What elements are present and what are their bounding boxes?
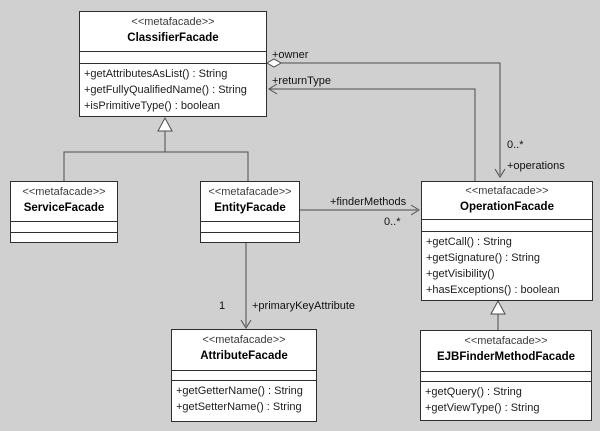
generalization-to-operation: [490, 299, 506, 330]
operations-compartment: [201, 232, 299, 242]
stereotype-label: <<metafacade>>: [208, 186, 292, 198]
operation-item: +getQuery() : String: [425, 386, 522, 398]
open-arrow-icon: [494, 168, 506, 178]
class-header: <<metafacade>> ClassifierFacade: [80, 12, 266, 51]
class-header: <<metafacade>> OperationFacade: [422, 182, 592, 219]
owner-role-label: +owner: [272, 49, 309, 61]
class-header: <<metafacade>> AttributeFacade: [172, 330, 316, 370]
open-arrow-icon: [410, 204, 420, 216]
operations-compartment: +getCall() : String +getSignature() : St…: [422, 231, 592, 300]
stereotype-label: <<metafacade>>: [465, 185, 549, 197]
attributes-compartment: [422, 219, 592, 231]
class-name: EJBFinderMethodFacade: [436, 351, 576, 363]
class-attribute-facade: <<metafacade>> AttributeFacade +getGette…: [171, 329, 317, 422]
attributes-compartment: [172, 370, 316, 380]
generalization-triangle-icon: [490, 299, 506, 315]
class-header: <<metafacade>> ServiceFacade: [11, 182, 117, 221]
operations-compartment: +getQuery() : String +getViewType() : St…: [421, 381, 591, 420]
class-name: OperationFacade: [460, 201, 554, 213]
primary-key-multiplicity-label: 1: [219, 300, 226, 312]
class-name: AttributeFacade: [200, 350, 288, 362]
class-service-facade: <<metafacade>> ServiceFacade: [10, 181, 118, 243]
class-name: ClassifierFacade: [127, 32, 219, 44]
association-primary-key-attribute: [240, 243, 252, 329]
operation-item: +isPrimitiveType() : boolean: [84, 100, 221, 112]
operation-item: +getSignature() : String: [426, 252, 541, 264]
class-header: <<metafacade>> EntityFacade: [201, 182, 299, 221]
primary-key-role-label: +primaryKeyAttribute: [252, 300, 356, 312]
operations-compartment: +getGetterName() : String +getSetterName…: [172, 380, 316, 421]
stereotype-label: <<metafacade>>: [131, 16, 215, 28]
attributes-compartment: [11, 221, 117, 232]
operations-multiplicity-label: 0..*: [507, 139, 524, 151]
operation-item: +getAttributesAsList() : String: [84, 68, 228, 80]
attributes-compartment: [80, 51, 266, 63]
return-type-role-label: +returnType: [272, 75, 332, 87]
operations-compartment: [11, 232, 117, 242]
attributes-compartment: [201, 221, 299, 232]
generalization-to-classifier: [63, 116, 249, 181]
class-name: ServiceFacade: [23, 202, 105, 214]
stereotype-label: <<metafacade>>: [22, 186, 106, 198]
operation-item: +getSetterName() : String: [176, 401, 302, 413]
operation-item: +getFullyQualifiedName() : String: [84, 84, 247, 96]
class-ejb-finder-method-facade: <<metafacade>> EJBFinderMethodFacade +ge…: [420, 330, 592, 421]
operation-item: +getCall() : String: [426, 236, 512, 248]
class-name: EntityFacade: [214, 202, 286, 214]
generalization-triangle-icon: [157, 116, 173, 132]
association-return-type: [268, 83, 476, 181]
operation-item: +hasExceptions() : boolean: [426, 284, 560, 296]
operation-item: +getGetterName() : String: [176, 385, 303, 397]
attributes-compartment: [421, 371, 591, 381]
operation-item: +getVisibility(): [426, 268, 495, 280]
class-entity-facade: <<metafacade>> EntityFacade: [200, 181, 300, 243]
operations-compartment: +getAttributesAsList() : String +getFull…: [80, 63, 266, 116]
class-header: <<metafacade>> EJBFinderMethodFacade: [421, 331, 591, 371]
finder-methods-role-label: +finderMethods: [330, 196, 407, 208]
open-arrow-icon: [240, 319, 252, 329]
operation-item: +getViewType() : String: [425, 402, 540, 414]
finder-methods-multiplicity-label: 0..*: [384, 216, 401, 228]
stereotype-label: <<metafacade>>: [464, 335, 548, 347]
class-operation-facade: <<metafacade>> OperationFacade +getCall(…: [421, 181, 593, 301]
stereotype-label: <<metafacade>>: [202, 334, 286, 346]
class-classifier-facade: <<metafacade>> ClassifierFacade +getAttr…: [79, 11, 267, 117]
operations-role-label: +operations: [507, 160, 565, 172]
